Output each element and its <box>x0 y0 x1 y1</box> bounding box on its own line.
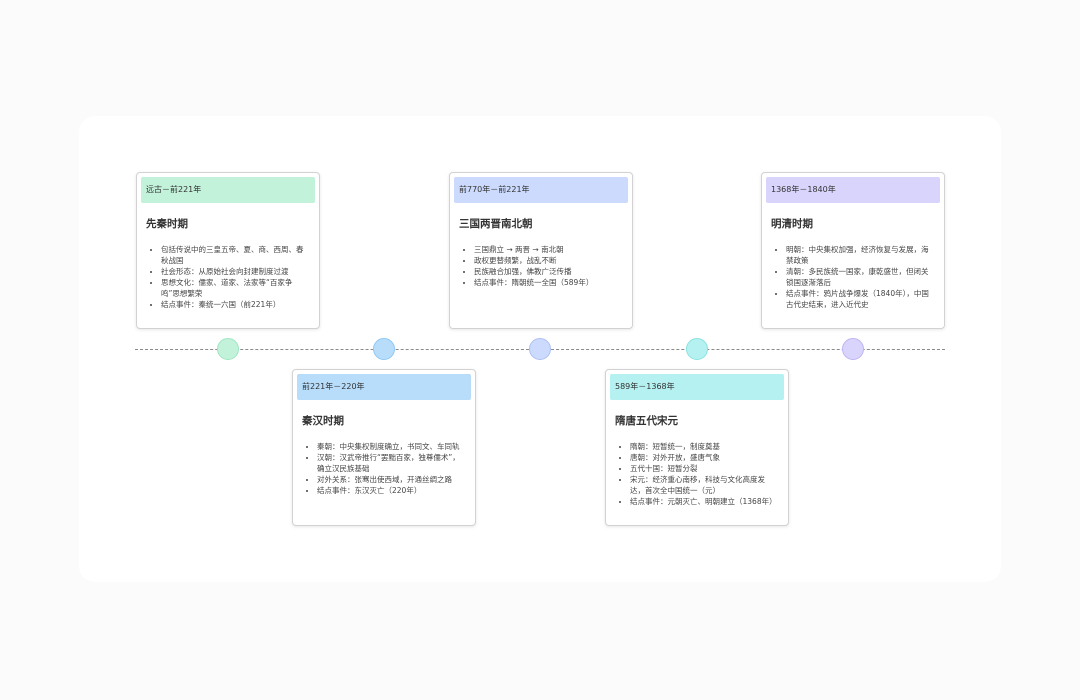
period-event: 结点事件：隋朝统一全国（589年） <box>474 277 622 288</box>
period-event: 政权更替频繁，战乱不断 <box>474 255 622 266</box>
period-event: 民族融合加强，佛教广泛传播 <box>474 266 622 277</box>
period-event: 五代十国：短暂分裂 <box>630 463 778 474</box>
period-title: 秦汉时期 <box>302 415 344 427</box>
period-card-4: 589年－1368年 隋唐五代宋元 隋朝：短暂统一，制度奠基 唐朝：对外开放，盛… <box>605 369 789 526</box>
period-event: 明朝：中央集权加强，经济恢复与发展，海禁政策 <box>786 244 934 266</box>
timeline-node-4 <box>686 338 708 360</box>
timeline-node-1 <box>217 338 239 360</box>
period-title: 明清时期 <box>771 218 813 230</box>
period-event: 三国鼎立 → 两晋 → 南北朝 <box>474 244 622 255</box>
period-event: 结点事件：鸦片战争爆发（1840年），中国古代史结束，进入近代史 <box>786 288 934 310</box>
period-events: 秦朝：中央集权制度确立，书同文、车同轨 汉朝：汉武帝推行“罢黜百家，独尊儒术”，… <box>297 441 471 496</box>
period-card-5: 1368年－1840年 明清时期 明朝：中央集权加强，经济恢复与发展，海禁政策 … <box>761 172 945 329</box>
period-title: 先秦时期 <box>146 218 188 230</box>
period-event: 清朝：多民族统一国家，康乾盛世，但闭关锁国逐渐落后 <box>786 266 934 288</box>
period-event: 宋元：经济重心南移，科技与文化高度发达，首次全中国统一（元） <box>630 474 778 496</box>
period-event: 秦朝：中央集权制度确立，书同文、车同轨 <box>317 441 465 452</box>
period-events: 明朝：中央集权加强，经济恢复与发展，海禁政策 清朝：多民族统一国家，康乾盛世，但… <box>766 244 940 310</box>
period-events: 隋朝：短暂统一，制度奠基 唐朝：对外开放，盛唐气象 五代十国：短暂分裂 宋元：经… <box>610 441 784 507</box>
period-date: 远古－前221年 <box>141 177 315 203</box>
period-event: 汉朝：汉武帝推行“罢黜百家，独尊儒术”，确立汉民族基础 <box>317 452 465 474</box>
period-date: 前770年－前221年 <box>454 177 628 203</box>
period-date: 1368年－1840年 <box>766 177 940 203</box>
period-date: 589年－1368年 <box>610 374 784 400</box>
period-event: 唐朝：对外开放，盛唐气象 <box>630 452 778 463</box>
period-event: 思想文化：儒家、道家、法家等“百家争鸣”思想繁荣 <box>161 277 309 299</box>
period-event: 社会形态：从原始社会向封建制度过渡 <box>161 266 309 277</box>
timeline-node-2 <box>373 338 395 360</box>
period-event: 结点事件：元朝灭亡、明朝建立（1368年） <box>630 496 778 507</box>
period-card-3: 前770年－前221年 三国两晋南北朝 三国鼎立 → 两晋 → 南北朝 政权更替… <box>449 172 633 329</box>
period-event: 结点事件：东汉灭亡（220年） <box>317 485 465 496</box>
period-date: 前221年－220年 <box>297 374 471 400</box>
period-card-2: 前221年－220年 秦汉时期 秦朝：中央集权制度确立，书同文、车同轨 汉朝：汉… <box>292 369 476 526</box>
period-event: 对外关系：张骞出使西域，开通丝绸之路 <box>317 474 465 485</box>
period-event: 包括传说中的三皇五帝、夏、商、西周、春秋战国 <box>161 244 309 266</box>
period-event: 结点事件：秦统一六国（前221年） <box>161 299 309 310</box>
timeline-node-5 <box>842 338 864 360</box>
timeline-node-3 <box>529 338 551 360</box>
period-events: 三国鼎立 → 两晋 → 南北朝 政权更替频繁，战乱不断 民族融合加强，佛教广泛传… <box>454 244 628 288</box>
period-title: 三国两晋南北朝 <box>459 218 533 230</box>
period-title: 隋唐五代宋元 <box>615 415 678 427</box>
period-card-1: 远古－前221年 先秦时期 包括传说中的三皇五帝、夏、商、西周、春秋战国 社会形… <box>136 172 320 329</box>
period-events: 包括传说中的三皇五帝、夏、商、西周、春秋战国 社会形态：从原始社会向封建制度过渡… <box>141 244 315 310</box>
period-event: 隋朝：短暂统一，制度奠基 <box>630 441 778 452</box>
